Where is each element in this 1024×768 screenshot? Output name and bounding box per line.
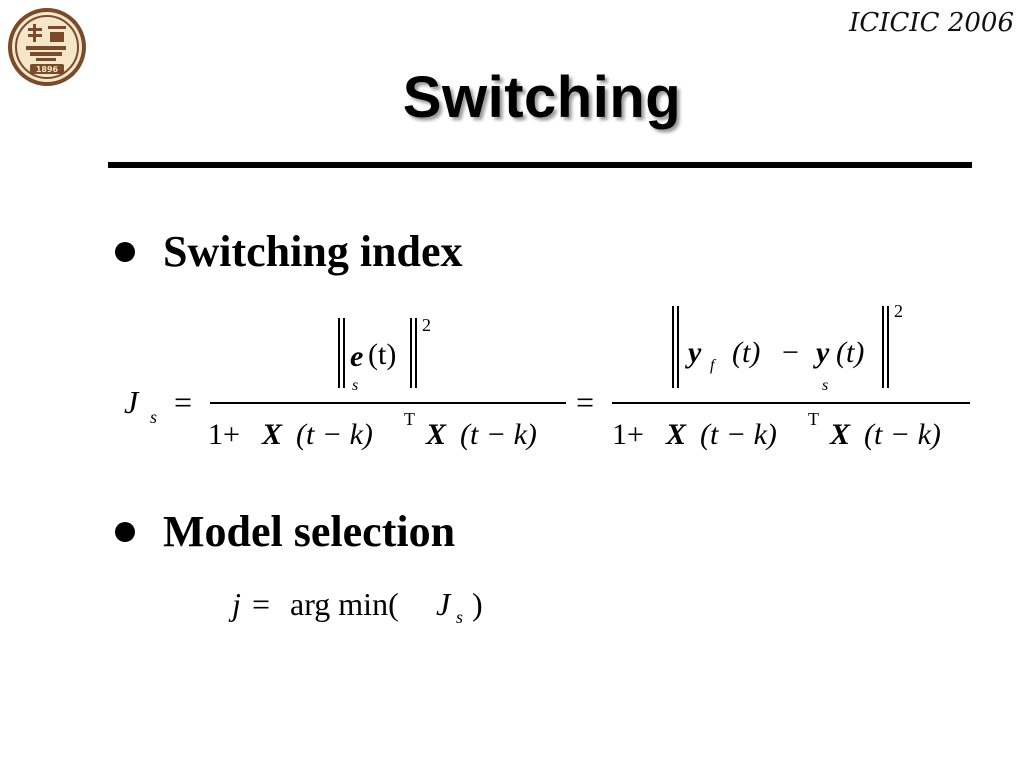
y-vector: y bbox=[816, 336, 830, 369]
yf-argument: (t) bbox=[732, 336, 761, 369]
denom1-arg2: (t − k) bbox=[460, 418, 537, 451]
y-argument: (t) bbox=[836, 336, 865, 369]
svg-text:1896: 1896 bbox=[36, 65, 59, 74]
denom1-X1: X bbox=[262, 418, 283, 451]
bullet-dot-icon bbox=[115, 241, 135, 262]
e-vector: e bbox=[350, 340, 364, 373]
norm-subscript-2: s bbox=[822, 377, 829, 394]
denom1-transpose: T bbox=[404, 409, 415, 429]
university-seal-logo: 1896 bbox=[8, 8, 86, 86]
norm-bar-left-2a bbox=[672, 306, 674, 388]
norm-bar-right-2b bbox=[887, 306, 889, 388]
norm-bar-right-2a bbox=[882, 306, 884, 388]
equals-sign-2: = bbox=[576, 384, 595, 420]
j-symbol: j bbox=[232, 586, 241, 622]
bullet-switching-index: Switching index bbox=[115, 226, 463, 277]
norm-superscript-2: 2 bbox=[894, 301, 903, 321]
conference-label: ICICIC 2006 bbox=[849, 8, 1014, 38]
minus-sign: − bbox=[782, 336, 799, 369]
equals-sign-3: = bbox=[252, 586, 271, 622]
denom2-X2: X bbox=[830, 418, 851, 451]
norm-bar-right-1a bbox=[410, 318, 412, 388]
denom2-one: 1+ bbox=[612, 418, 644, 451]
e-argument: (t) bbox=[368, 338, 397, 371]
bullet-model-selection: Model selection bbox=[115, 506, 455, 557]
norm-bar-left-1a bbox=[338, 318, 340, 388]
denom2-transpose: T bbox=[808, 409, 819, 429]
argmin-operator: arg min( bbox=[290, 586, 399, 622]
js-symbol: J bbox=[124, 384, 139, 420]
norm-bar-left-1b bbox=[343, 318, 345, 388]
j-s-subscript: s bbox=[456, 607, 464, 627]
denom2-arg1: (t − k) bbox=[700, 418, 777, 451]
denom2-arg2: (t − k) bbox=[864, 418, 941, 451]
title-divider bbox=[108, 162, 972, 168]
denom1-arg1: (t − k) bbox=[296, 418, 373, 451]
j-s-symbol: J bbox=[436, 586, 451, 622]
norm-bar-left-2b bbox=[677, 306, 679, 388]
close-paren: ) bbox=[472, 586, 483, 622]
norm-bar-right-1b bbox=[415, 318, 417, 388]
js-subscript: s bbox=[150, 407, 158, 427]
denom1-X2: X bbox=[426, 418, 447, 451]
norm-subscript-1: s bbox=[352, 377, 359, 394]
norm-superscript-1: 2 bbox=[422, 315, 431, 335]
yf-subscript: f bbox=[710, 357, 715, 374]
denom1-one: 1+ bbox=[208, 418, 240, 451]
bullet-label: Switching index bbox=[163, 227, 463, 276]
bullet-dot-icon bbox=[115, 521, 135, 542]
fraction-bar-1 bbox=[210, 402, 566, 404]
model-selection-equation: j = arg min( J s ) bbox=[0, 580, 1024, 640]
slide-title: Switching bbox=[402, 65, 682, 130]
bullet-label: Model selection bbox=[163, 507, 456, 556]
fraction-bar-2 bbox=[612, 402, 970, 404]
yf-vector: y bbox=[688, 336, 702, 369]
denom2-X1: X bbox=[666, 418, 687, 451]
equals-sign-1: = bbox=[174, 384, 193, 420]
switching-index-equation: J s = e (t) s 2 1+ X (t − k) T X (t − k)… bbox=[0, 290, 1024, 470]
